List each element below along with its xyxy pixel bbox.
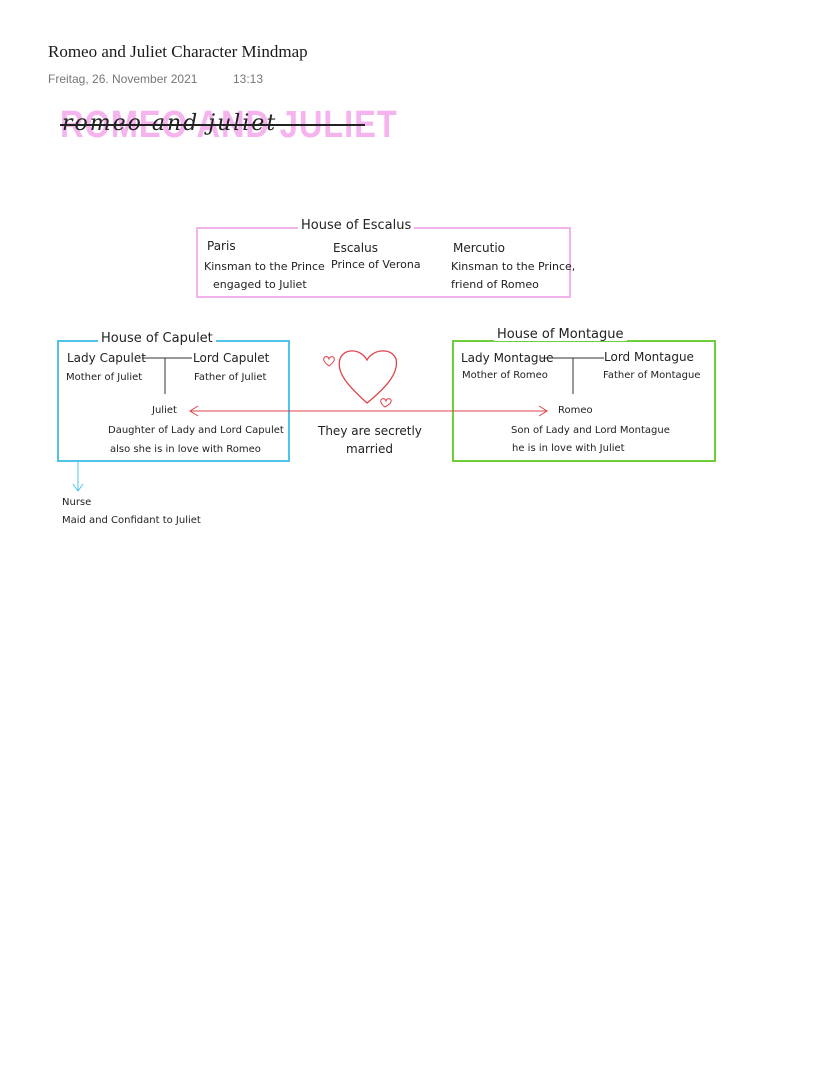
secret-marriage-line2: married [346,442,394,456]
nurse-name: Nurse [62,497,92,508]
title-banner: ROMEO AND JULIET romeo and juliet [60,104,397,154]
lady-montague-name: Lady Montague [461,351,554,365]
heart-small-right-icon [380,398,392,408]
mercutio-name: Mercutio [453,241,505,255]
romeo-love: he is in love with Juliet [512,443,625,454]
escalus-role: Prince of Verona [331,258,421,271]
house-montague-title: House of Montague [494,328,627,341]
love-arrow-left-head [189,405,199,417]
note-time: 13:13 [233,72,264,86]
lord-capulet-name: Lord Capulet [193,351,270,365]
house-escalus-title: House of Escalus [298,219,415,232]
paris-name: Paris [207,239,236,253]
love-arrow-right-head [538,405,548,417]
nurse-arrow-head [72,483,84,492]
juliet-name: Juliet [152,405,177,416]
paris-engaged: engaged to Juliet [213,278,307,291]
house-montague-box [452,340,716,462]
juliet-description: Daughter of Lady and Lord Capulet [108,425,284,436]
banner-strike-line [60,124,365,126]
romeo-name: Romeo [558,405,593,416]
juliet-love: also she is in love with Romeo [110,444,261,455]
house-capulet-title: House of Capulet [98,332,216,345]
mercutio-role: Kinsman to the Prince, [451,260,576,273]
lady-montague-role: Mother of Romeo [462,370,548,381]
note-date: Freitag, 26. November 2021 [48,72,198,86]
nurse-role: Maid and Confidant to Juliet [62,515,201,526]
banner-script-text: romeo and juliet [62,111,278,136]
romeo-description: Son of Lady and Lord Montague [511,425,670,436]
mercutio-friend: friend of Romeo [451,278,539,291]
escalus-name: Escalus [333,241,378,255]
lady-capulet-role: Mother of Juliet [66,372,143,383]
lord-montague-role: Father of Montague [603,370,701,381]
page-title: Romeo and Juliet Character Mindmap [48,42,308,61]
secret-marriage-line1: They are secretly [318,424,422,438]
heart-small-left-icon [323,356,335,367]
heart-large-icon [338,350,398,404]
lady-capulet-name: Lady Capulet [67,351,146,365]
lord-capulet-role: Father of Juliet [194,372,267,383]
lord-montague-name: Lord Montague [604,350,694,364]
paris-role: Kinsman to the Prince [204,260,325,273]
